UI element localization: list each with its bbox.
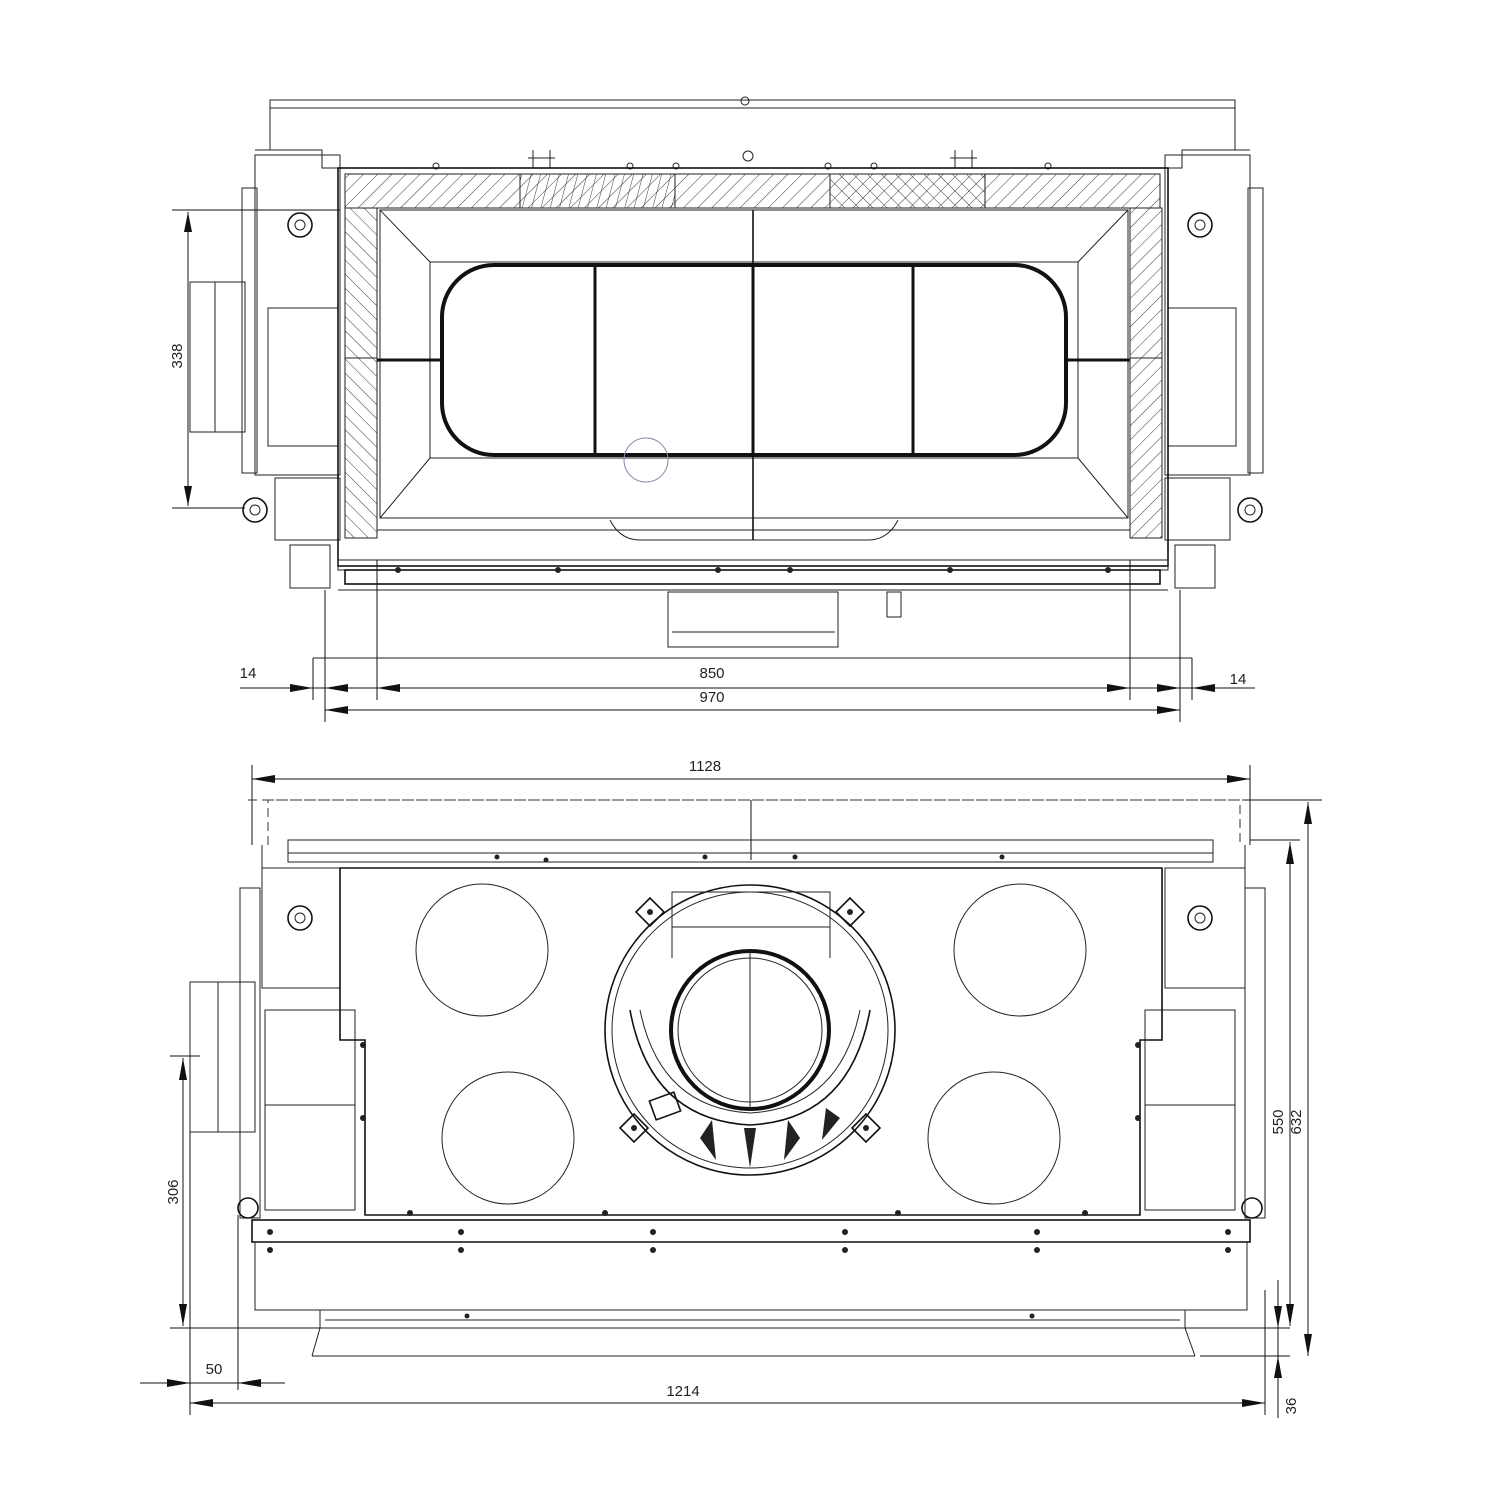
bottom-view: 1128 bbox=[140, 758, 1322, 1418]
convection-hole bbox=[953, 883, 1087, 1017]
dim-inner-height-label: 550 bbox=[1270, 1109, 1287, 1134]
window-grid bbox=[377, 210, 1130, 540]
convection-holes bbox=[415, 883, 1087, 1205]
dim-base-width-label: 1214 bbox=[666, 1383, 699, 1400]
dim-height-label: 338 bbox=[169, 343, 186, 368]
top-rail bbox=[269, 96, 1236, 150]
dashed-outline bbox=[248, 799, 1320, 860]
dim-overall-width-label: 970 bbox=[699, 689, 724, 706]
rear-base-rail bbox=[251, 1219, 1251, 1357]
base-width-dimension: 1214 bbox=[190, 1290, 1266, 1415]
dim-left-height-label: 306 bbox=[165, 1179, 182, 1204]
dim-left-step-label: 50 bbox=[206, 1361, 223, 1378]
convection-hole bbox=[441, 1071, 575, 1205]
convection-hole bbox=[927, 1071, 1061, 1205]
front-dimensions: 338 14 850 14 970 bbox=[169, 209, 1255, 722]
dim-overall-height-label: 632 bbox=[1288, 1109, 1305, 1134]
dim-left-offset-label: 14 bbox=[240, 665, 257, 682]
base-plate bbox=[313, 590, 1192, 659]
top-width-dimension: 1128 bbox=[251, 758, 1251, 845]
dim-glass-width-label: 850 bbox=[699, 665, 724, 682]
rear-main-body bbox=[339, 867, 1163, 1216]
flue-outlet bbox=[604, 884, 896, 1176]
front-view: 338 14 850 14 970 bbox=[169, 96, 1264, 722]
door-rails bbox=[337, 559, 1169, 648]
rear-top-frame bbox=[261, 839, 1246, 868]
convection-hole bbox=[415, 883, 549, 1017]
left-dimensions: 306 50 bbox=[140, 1055, 320, 1415]
right-dimensions: 550 632 36 bbox=[1185, 799, 1322, 1418]
dim-top-width-label: 1128 bbox=[689, 758, 721, 775]
firebox-frame bbox=[337, 167, 1169, 567]
dim-base-step-label: 36 bbox=[1283, 1398, 1300, 1415]
rear-side-housings bbox=[189, 867, 1266, 1219]
dim-right-offset-label: 14 bbox=[1230, 671, 1247, 688]
